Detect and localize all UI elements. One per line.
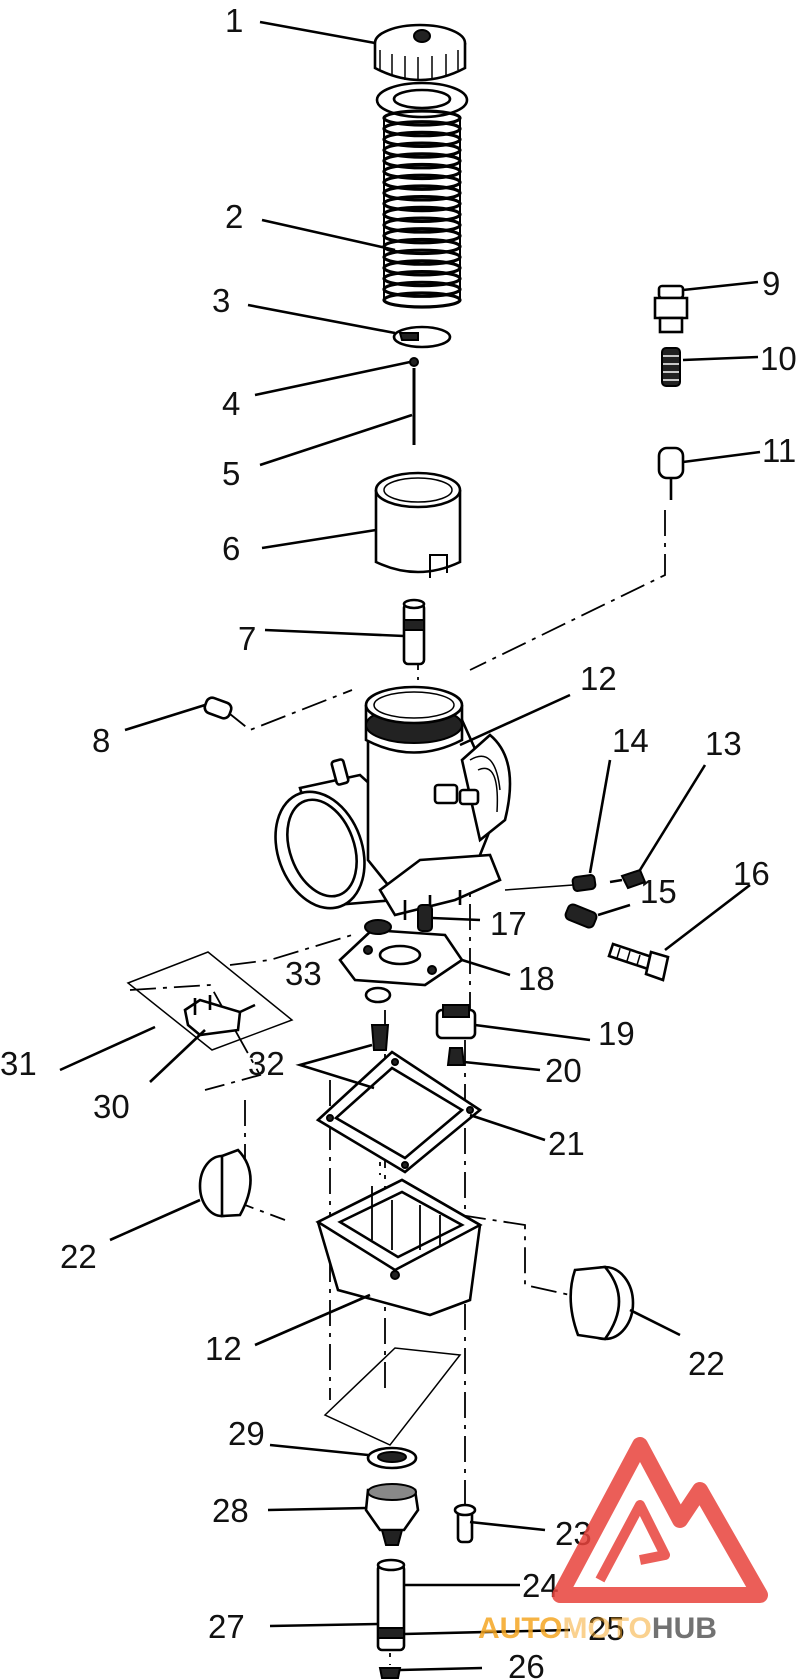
- label-22-left: 22: [60, 1238, 97, 1275]
- part-needle: [409, 357, 419, 445]
- part-spring-10: [661, 347, 681, 387]
- part-19: [435, 1004, 477, 1040]
- part-screw-23: [453, 1503, 477, 1544]
- label-9: 9: [762, 265, 780, 302]
- part-fitting-9: [653, 284, 689, 334]
- label-28: 28: [212, 1492, 249, 1529]
- gasket-outlines: [126, 951, 462, 1446]
- watermark-part3: HUB: [652, 1612, 717, 1645]
- part-oring-29: [366, 1446, 418, 1470]
- label-18: 18: [518, 960, 555, 997]
- label-7: 7: [238, 620, 256, 657]
- part-screw-13: [609, 868, 647, 890]
- label-1: 1: [225, 2, 243, 39]
- part-jet-holder-28: [364, 1483, 420, 1546]
- label-22-right: 22: [688, 1345, 725, 1382]
- label-20: 20: [545, 1052, 582, 1089]
- watermark-text: AUTOMOTOHUB: [478, 1612, 717, 1645]
- part-carburetor-body: [274, 685, 512, 920]
- label-15: 15: [640, 873, 677, 910]
- label-12-bottom: 12: [205, 1330, 242, 1367]
- label-5: 5: [222, 455, 240, 492]
- part-spring-14: [571, 874, 597, 892]
- label-2: 2: [225, 198, 243, 235]
- part-float-right: [569, 1265, 635, 1341]
- label-25: 25: [588, 1610, 625, 1647]
- watermark-logo: AUTOMOTOHUB: [478, 1437, 768, 1645]
- part-throttle-slide: [374, 471, 462, 578]
- label-10: 10: [760, 340, 797, 377]
- part-bracket-30: [183, 995, 256, 1037]
- label-6: 6: [222, 530, 240, 567]
- label-11: 11: [762, 432, 796, 469]
- label-29: 29: [228, 1415, 265, 1452]
- part-plate-18: [338, 928, 464, 987]
- label-33: 33: [285, 955, 322, 992]
- part-cap: [373, 23, 467, 82]
- part-spring: [382, 109, 462, 309]
- label-21: 21: [548, 1125, 585, 1162]
- part-float-bowl: [315, 1178, 483, 1317]
- part-retainer: [392, 325, 452, 349]
- label-26: 26: [508, 1648, 545, 1680]
- leader-lines: [59, 20, 761, 1672]
- part-gasket-21: [315, 1050, 483, 1174]
- part-float-left: [198, 1148, 252, 1218]
- part-needle-jet: [402, 598, 426, 666]
- label-8: 8: [92, 722, 110, 759]
- label-13: 13: [705, 725, 742, 762]
- label-17: 17: [490, 905, 527, 942]
- line-14-to-body: [504, 884, 574, 891]
- label-4: 4: [222, 385, 240, 422]
- label-3: 3: [212, 282, 230, 319]
- part-washer-33: [364, 919, 392, 1004]
- part-main-jet-26: [378, 1667, 402, 1679]
- label-30: 30: [93, 1088, 130, 1125]
- part-emulsion-tube: [376, 1558, 406, 1652]
- label-16: 16: [733, 855, 770, 892]
- label-12-top: 12: [580, 660, 617, 697]
- label-14: 14: [612, 722, 649, 759]
- part-spring-15: [564, 903, 598, 929]
- label-19: 19: [598, 1015, 635, 1052]
- part-cap-washer: [375, 81, 469, 119]
- part-jet-17: [417, 904, 433, 932]
- part-20: [446, 1047, 466, 1066]
- watermark-part2: MOTO: [562, 1612, 651, 1645]
- part-plunger-11: [657, 446, 685, 500]
- watermark-part1: AUTO: [478, 1612, 562, 1645]
- part-pin: [203, 696, 233, 720]
- watermark-mountain-icon: [552, 1437, 768, 1603]
- label-27: 27: [208, 1608, 245, 1645]
- label-32: 32: [248, 1045, 285, 1082]
- part-screw-16: [607, 942, 670, 982]
- label-31: 31: [0, 1045, 37, 1082]
